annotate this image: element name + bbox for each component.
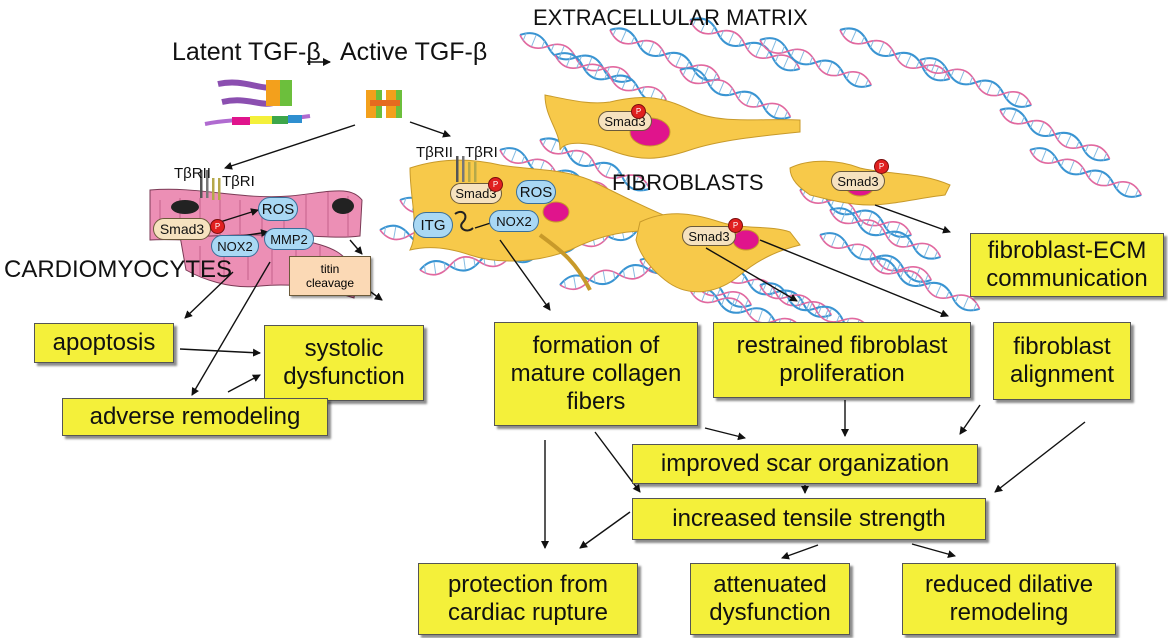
protection-rupture-text: protection from cardiac rupture bbox=[447, 570, 609, 626]
mmp2-cardiomyocyte: MMP2 bbox=[264, 228, 314, 250]
smad3-cardiomyocyte: Smad3 bbox=[153, 218, 211, 240]
fibroblasts-label: FIBROBLASTS bbox=[612, 170, 764, 195]
ros-cardiomyocyte: ROS bbox=[258, 197, 298, 221]
tbri-left-label: TβRI bbox=[222, 173, 255, 190]
nox2-cardiomyocyte: NOX2 bbox=[211, 235, 259, 257]
nox2-fibroblast: NOX2 bbox=[489, 210, 539, 232]
fibroblast-receptors bbox=[454, 156, 477, 232]
reduced-dilative-text: reduced dilative remodeling bbox=[924, 570, 1094, 626]
apoptosis-text: apoptosis bbox=[52, 328, 156, 356]
fibroblast-ecm-box: fibroblast-ECM communication bbox=[970, 233, 1164, 297]
tensile-strength-text: increased tensile strength bbox=[672, 504, 946, 532]
phospho-cardiomyocyte: P bbox=[210, 219, 225, 234]
protection-rupture-box: protection from cardiac rupture bbox=[418, 563, 638, 635]
restrained-proliferation-box: restrained fibroblast proliferation bbox=[713, 322, 971, 398]
reduced-dilative-box: reduced dilative remodeling bbox=[902, 563, 1116, 635]
phospho-fibroblast-low: P bbox=[728, 218, 743, 233]
fibroblast-ecm-text: fibroblast-ECM communication bbox=[986, 236, 1148, 292]
mature-collagen-box: formation of mature collagen fibers bbox=[494, 322, 698, 426]
active-tgf-label: Active TGF-β bbox=[340, 38, 488, 66]
mature-collagen-text: formation of mature collagen fibers bbox=[510, 331, 682, 416]
improved-scar-text: improved scar organization bbox=[660, 449, 950, 477]
attenuated-dysfunction-box: attenuated dysfunction bbox=[690, 563, 850, 635]
attenuated-dysfunction-text: attenuated dysfunction bbox=[709, 570, 831, 626]
systolic-dysfunction-box: systolic dysfunction bbox=[264, 325, 424, 401]
cardiomyocytes-label: CARDIOMYOCYTES bbox=[4, 256, 233, 283]
tbri-mid-label: TβRI bbox=[465, 144, 498, 161]
latent-tgf-label: Latent TGF-β bbox=[172, 38, 321, 66]
tensile-strength-box: increased tensile strength bbox=[632, 498, 986, 540]
extracellular-matrix-label: EXTRACELLULAR MATRIX bbox=[533, 5, 808, 30]
restrained-proliferation-text: restrained fibroblast proliferation bbox=[736, 331, 948, 387]
titin-cleavage-box: titin cleavage bbox=[289, 256, 371, 296]
itg-fibroblast: ITG bbox=[413, 212, 453, 238]
apoptosis-box: apoptosis bbox=[34, 323, 174, 363]
phospho-fibroblast-right: P bbox=[874, 159, 889, 174]
phospho-fibroblast-top: P bbox=[631, 104, 646, 119]
active-tgf-dimer bbox=[366, 90, 402, 118]
phospho-fibroblast-mid: P bbox=[488, 177, 503, 192]
smad3-fibroblast-low: Smad3 bbox=[682, 226, 736, 246]
fibroblast-alignment-box: fibroblast alignment bbox=[993, 322, 1131, 400]
latent-tgf-complex bbox=[204, 79, 311, 126]
adverse-remodeling-text: adverse remodeling bbox=[89, 402, 301, 430]
tbrii-mid-label: TβRII bbox=[416, 144, 453, 161]
tbrii-left-label: TβRII bbox=[174, 165, 211, 182]
ros-fibroblast: ROS bbox=[516, 180, 556, 204]
improved-scar-box: improved scar organization bbox=[632, 444, 978, 484]
smad3-fibroblast-right: Smad3 bbox=[831, 171, 885, 191]
fibroblast-alignment-text: fibroblast alignment bbox=[1009, 332, 1115, 388]
adverse-remodeling-box: adverse remodeling bbox=[62, 398, 328, 436]
systolic-dysfunction-text: systolic dysfunction bbox=[283, 334, 405, 390]
